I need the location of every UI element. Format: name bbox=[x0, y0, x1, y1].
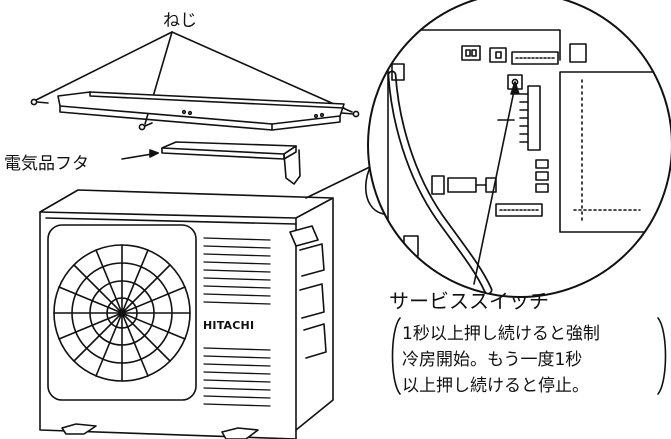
screws-label: ねじ bbox=[163, 11, 197, 31]
electrical-cover bbox=[161, 141, 301, 185]
switch-leader-line bbox=[473, 85, 516, 285]
top-panel bbox=[57, 91, 345, 131]
service-switch-note-line-1: 1秒以上押し続けると強制 bbox=[402, 324, 600, 344]
fan-grille bbox=[53, 244, 191, 382]
side-louvers bbox=[203, 237, 271, 407]
service-switch-label: サービススイッチ bbox=[389, 289, 549, 313]
service-switch-note-line-2: 冷房開始。もう一度1秒 bbox=[402, 350, 583, 370]
switch-leader-arrow bbox=[510, 81, 520, 95]
screw-middle bbox=[138, 122, 153, 131]
screw-left bbox=[30, 98, 49, 106]
note-bracket-left bbox=[391, 317, 401, 395]
cover-leader-arrow bbox=[149, 149, 159, 158]
electrical-cover-label: 電気品フタ bbox=[4, 154, 89, 174]
zoom-leader-top bbox=[305, 161, 381, 199]
screw-right bbox=[341, 110, 360, 118]
note-bracket-right bbox=[657, 317, 667, 395]
unit-feet bbox=[61, 423, 259, 439]
service-switch-note-line-3: 以上押し続けると停止。 bbox=[402, 376, 589, 396]
outdoor-unit bbox=[39, 189, 334, 439]
side-valves bbox=[289, 225, 327, 359]
brand-logo: HITACHI bbox=[202, 319, 256, 332]
zoom-circle bbox=[367, 0, 671, 298]
